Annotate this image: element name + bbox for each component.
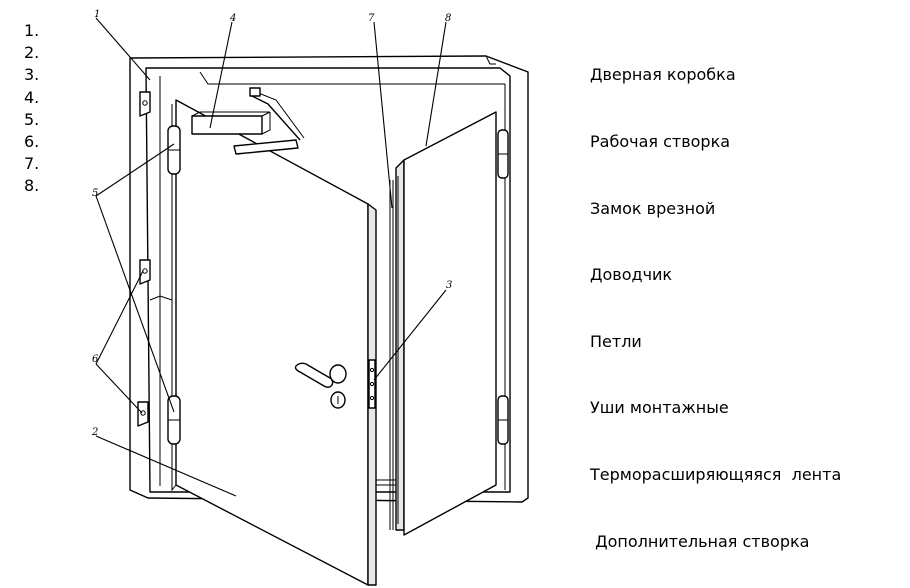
- legend-number: 8.: [24, 176, 40, 196]
- callout-7: 7: [368, 13, 375, 24]
- leader-lines: [95, 17, 447, 497]
- legend-number: 1.: [24, 21, 40, 40]
- door-handle: [294, 362, 347, 409]
- mounting-ears: [137, 91, 151, 427]
- legend-numbers: 1. 2. 3. 4. 5. 6. 7. 8.: [24, 20, 39, 198]
- callout-6: 6: [92, 354, 99, 365]
- door-closer: [191, 87, 305, 155]
- callout-1: 1: [94, 9, 100, 20]
- legend-item-thermal-strip: Терморасширяющяяся лента: [590, 465, 842, 485]
- legend-number: 6.: [24, 132, 40, 152]
- legend-item-working-leaf: Рабочая створка: [590, 132, 731, 152]
- thermal-strip: [376, 180, 396, 530]
- legend-number: 2.: [24, 43, 40, 63]
- callout-4: 4: [229, 13, 236, 24]
- legend-number: 5.: [24, 109, 40, 129]
- additional-leaf: [395, 111, 509, 536]
- legend-item-door-frame: Дверная коробка: [590, 65, 736, 85]
- legend-item-hinges: Петли: [590, 331, 642, 351]
- legend-number: 3.: [24, 65, 40, 85]
- legend-number: 7.: [24, 154, 40, 174]
- legend-number: 4.: [24, 87, 40, 107]
- callout-8: 8: [445, 13, 451, 24]
- legend-item-additional-leaf: Дополнительная створка: [590, 531, 810, 551]
- working-leaf: [149, 99, 377, 586]
- legend-item-mounting-ears: Уши монтажные: [590, 398, 729, 418]
- callout-labels: 1 4 7 8 5 3 6 2: [91, 9, 452, 438]
- callout-3: 3: [446, 280, 452, 291]
- callout-2: 2: [91, 427, 98, 438]
- hinges: [167, 125, 181, 445]
- legend-item-door-closer: Доводчик: [590, 265, 673, 285]
- legend-items: Дверная коробка Рабочая створка Замок вр…: [590, 20, 841, 575]
- callout-5: 5: [92, 188, 98, 199]
- legend-item-mortise-lock: Замок врезной: [590, 198, 716, 218]
